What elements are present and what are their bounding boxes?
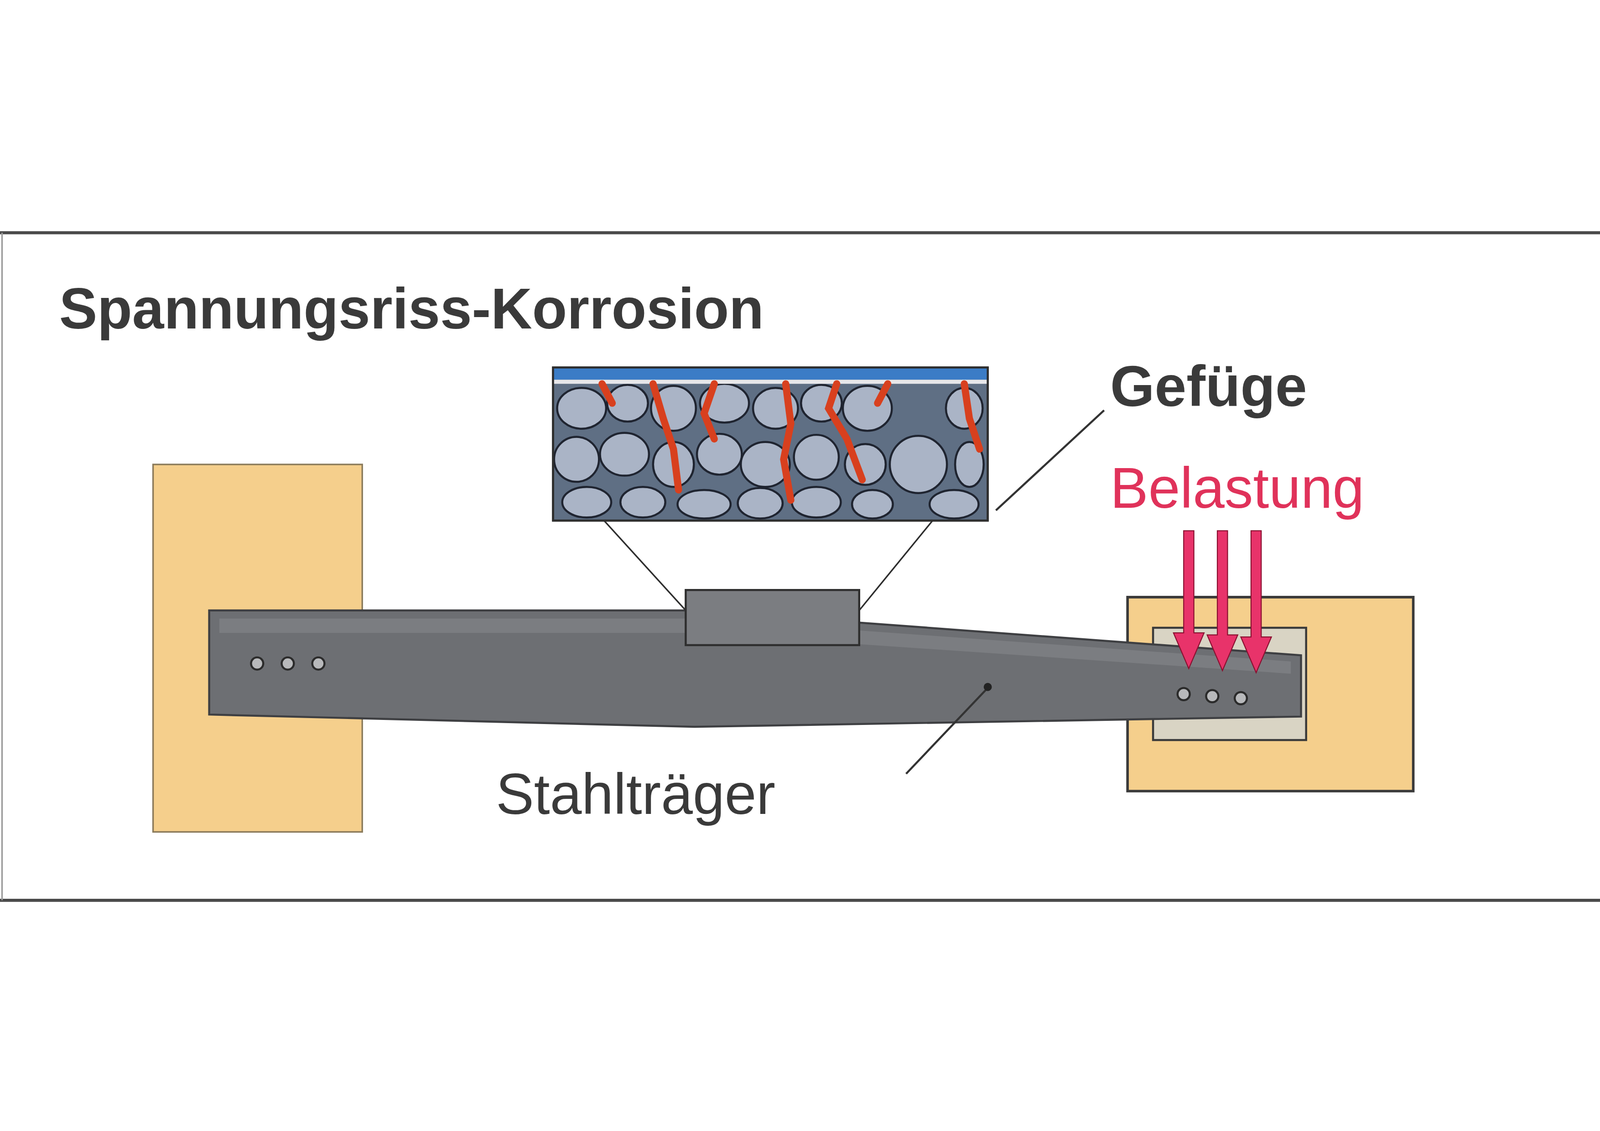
projection-line xyxy=(603,520,686,611)
detail-area xyxy=(685,589,859,645)
frame-line xyxy=(1,232,3,900)
projection-line xyxy=(859,515,937,611)
leader-dot xyxy=(983,682,993,691)
microstructure xyxy=(553,367,988,521)
diagram-title: Spannungsriss-Korrosion xyxy=(59,277,764,341)
leader-line xyxy=(996,410,1105,510)
leader-line xyxy=(906,689,987,774)
frame-line xyxy=(0,231,1600,235)
part-label: Stahlträger xyxy=(495,763,776,826)
load-arrows xyxy=(1173,530,1272,673)
frame-line xyxy=(0,898,1600,902)
load-label: Belastung xyxy=(1110,457,1365,520)
part-label: Gefüge xyxy=(1110,355,1308,419)
rivet-holes xyxy=(250,657,1247,705)
